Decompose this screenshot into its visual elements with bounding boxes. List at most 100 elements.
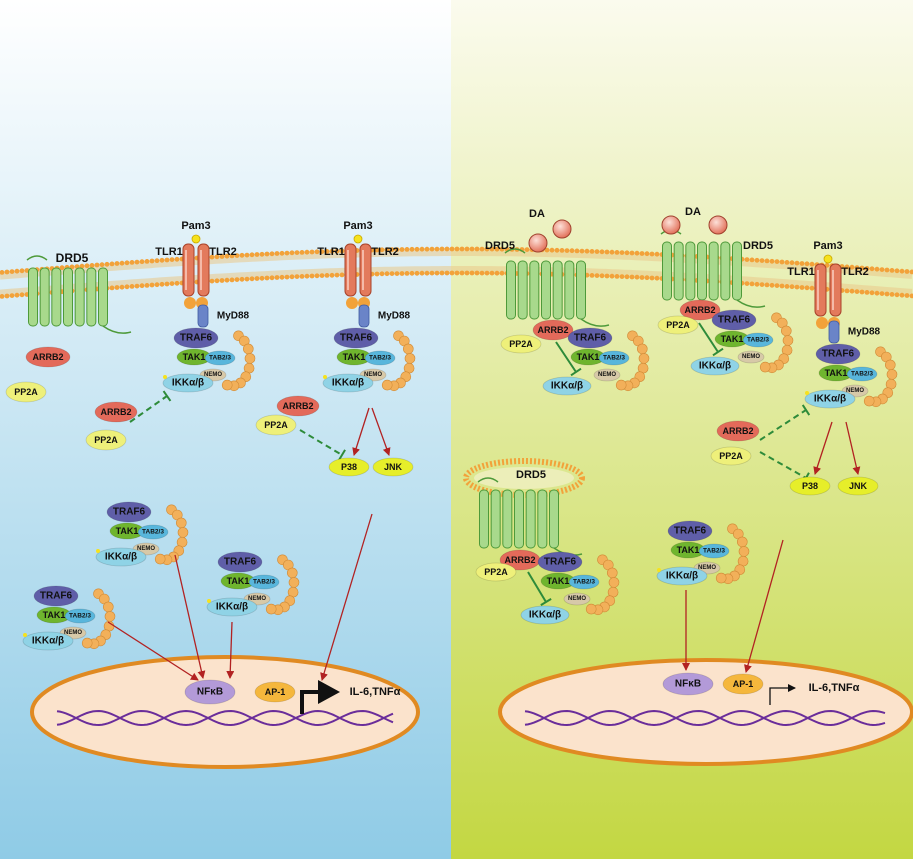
phosphate-dot [96,549,100,553]
left-free-pp2a-label: PP2A [14,387,38,397]
pam3-label: Pam3 [343,220,372,232]
right-cytokines-label: IL-6,TNFα [809,682,860,694]
ubiquitin-bead [381,379,393,391]
right-inhibition-2-bar [712,347,724,357]
lipid-head [324,249,330,254]
ubiquitin-bead [780,325,792,337]
left-arrb2-2-label: ARRB2 [282,401,313,411]
dna-strand [524,709,886,727]
lipid-head [394,247,400,253]
right-arrow-ap1 [744,539,784,673]
tm-helix [98,267,108,327]
lipid-head [274,251,280,256]
left-arrow-to-jnk [371,407,391,456]
lipid-head [174,256,180,262]
lipid-head [769,282,775,288]
lipid-head [849,288,855,294]
lipid-head [464,246,470,252]
lipid-head [169,281,175,286]
tlr2-receptor [829,263,842,317]
lipid-head [214,278,220,284]
left-complex-1-tab23: TAB2/3 [204,350,236,366]
lipid-head [474,246,480,252]
tm-helix [28,267,38,327]
left-cytosol-complex-3-traf6-shape [33,585,79,607]
right-cytosol-complex-ikk: IKKα/β [656,566,708,586]
left-jnk: JNK [372,457,414,477]
lipid-head [804,261,810,267]
left-complex-1-nemo-label: NEMO [204,372,222,378]
lipid-head [209,278,215,284]
lipid-head [154,258,160,264]
lipid-head [869,266,875,272]
right-complex-4-nemo: NEMO [563,592,591,606]
tm-helix [662,241,672,301]
right-complex-3-nemo-label: NEMO [846,388,864,394]
lipid-head [479,270,485,276]
left-complex-2-ikk-shape [322,373,374,393]
tlr1-label: TLR1 [787,266,815,278]
lipid-head [614,274,620,279]
left-complex-1-traf6-shape [173,327,219,349]
right-cytosol-complex-traf6: TRAF6 [667,520,713,542]
lipid-head [94,262,100,268]
left-cytosol-complex-3-traf6-label: TRAF6 [40,591,73,602]
ubiquitin-bead [715,572,727,584]
lipid-head [149,282,155,288]
left-cytosol-complex-1-tak1-label: TAK1 [116,526,139,536]
lipid-head [544,247,550,253]
right-drd5-receptor-internal [477,477,583,556]
lipid-head [894,268,900,274]
phosphate-dot [163,375,167,379]
lipid-head [264,275,270,281]
tm-helix [490,489,501,549]
lipid-head [229,253,235,259]
tm-helix [697,241,707,301]
left-cytosol-complex-1-ikk-label: IKKα/β [105,552,137,563]
right-complex-3-ikk-label: IKKα/β [814,394,846,405]
lipid-head [339,272,345,278]
left-cytosol-complex-3-ikk-shape [22,631,74,651]
right-complex-4-traf6-shape [537,551,583,573]
lipid-head [274,275,280,280]
ubiquitin-bead [615,379,627,391]
right-complex-3-tab23-label: TAB2/3 [851,371,873,378]
right-inhibition-4 [527,571,547,603]
right-drd5-1-label: DRD5 [485,240,515,252]
lipid-head [114,261,120,266]
lipid-head [779,283,785,289]
tm-helix [502,489,513,549]
membrane-outer-tails [0,248,913,280]
dopamine-molecule [661,215,681,235]
left-cytosol-complex-1-tab23-shape [137,524,169,540]
lipid-head [109,261,115,267]
right-inhibition-ikk-bar [801,404,811,416]
tm-helix [720,241,731,301]
right-complex-1-nemo-shape [593,368,621,382]
right-pp2a-3-label: PP2A [719,451,743,461]
ubiquitin-bead [176,517,187,529]
lipid-head [859,289,865,295]
right-pp2a-1: PP2A [500,334,542,354]
ubiquitin-bead [404,353,416,364]
right-jnk-label: JNK [849,481,868,491]
right-ikk-2-label: IKKα/β [699,361,731,372]
left-cytosol-complex-2-tak1-label: TAK1 [227,576,250,586]
lipid-head [414,246,420,252]
lipid-head [749,257,755,263]
right-complex-1-traf6: TRAF6 [567,327,613,349]
right-cytosol-complex-tab23: TAB2/3 [698,543,730,559]
lipid-head [439,246,445,252]
tm-helix [51,267,62,327]
left-cytosol-complex-2-traf6-shape [217,551,263,573]
lipid-head [19,292,25,298]
left-jnk-shape [372,457,414,477]
left-pp2a-2: PP2A [255,414,297,436]
right-complex-4-tab23-label: TAB2/3 [573,579,595,586]
lipid-head [249,276,255,282]
lipid-head [629,274,635,280]
lipid-head [624,250,630,256]
lipid-head [399,271,405,276]
